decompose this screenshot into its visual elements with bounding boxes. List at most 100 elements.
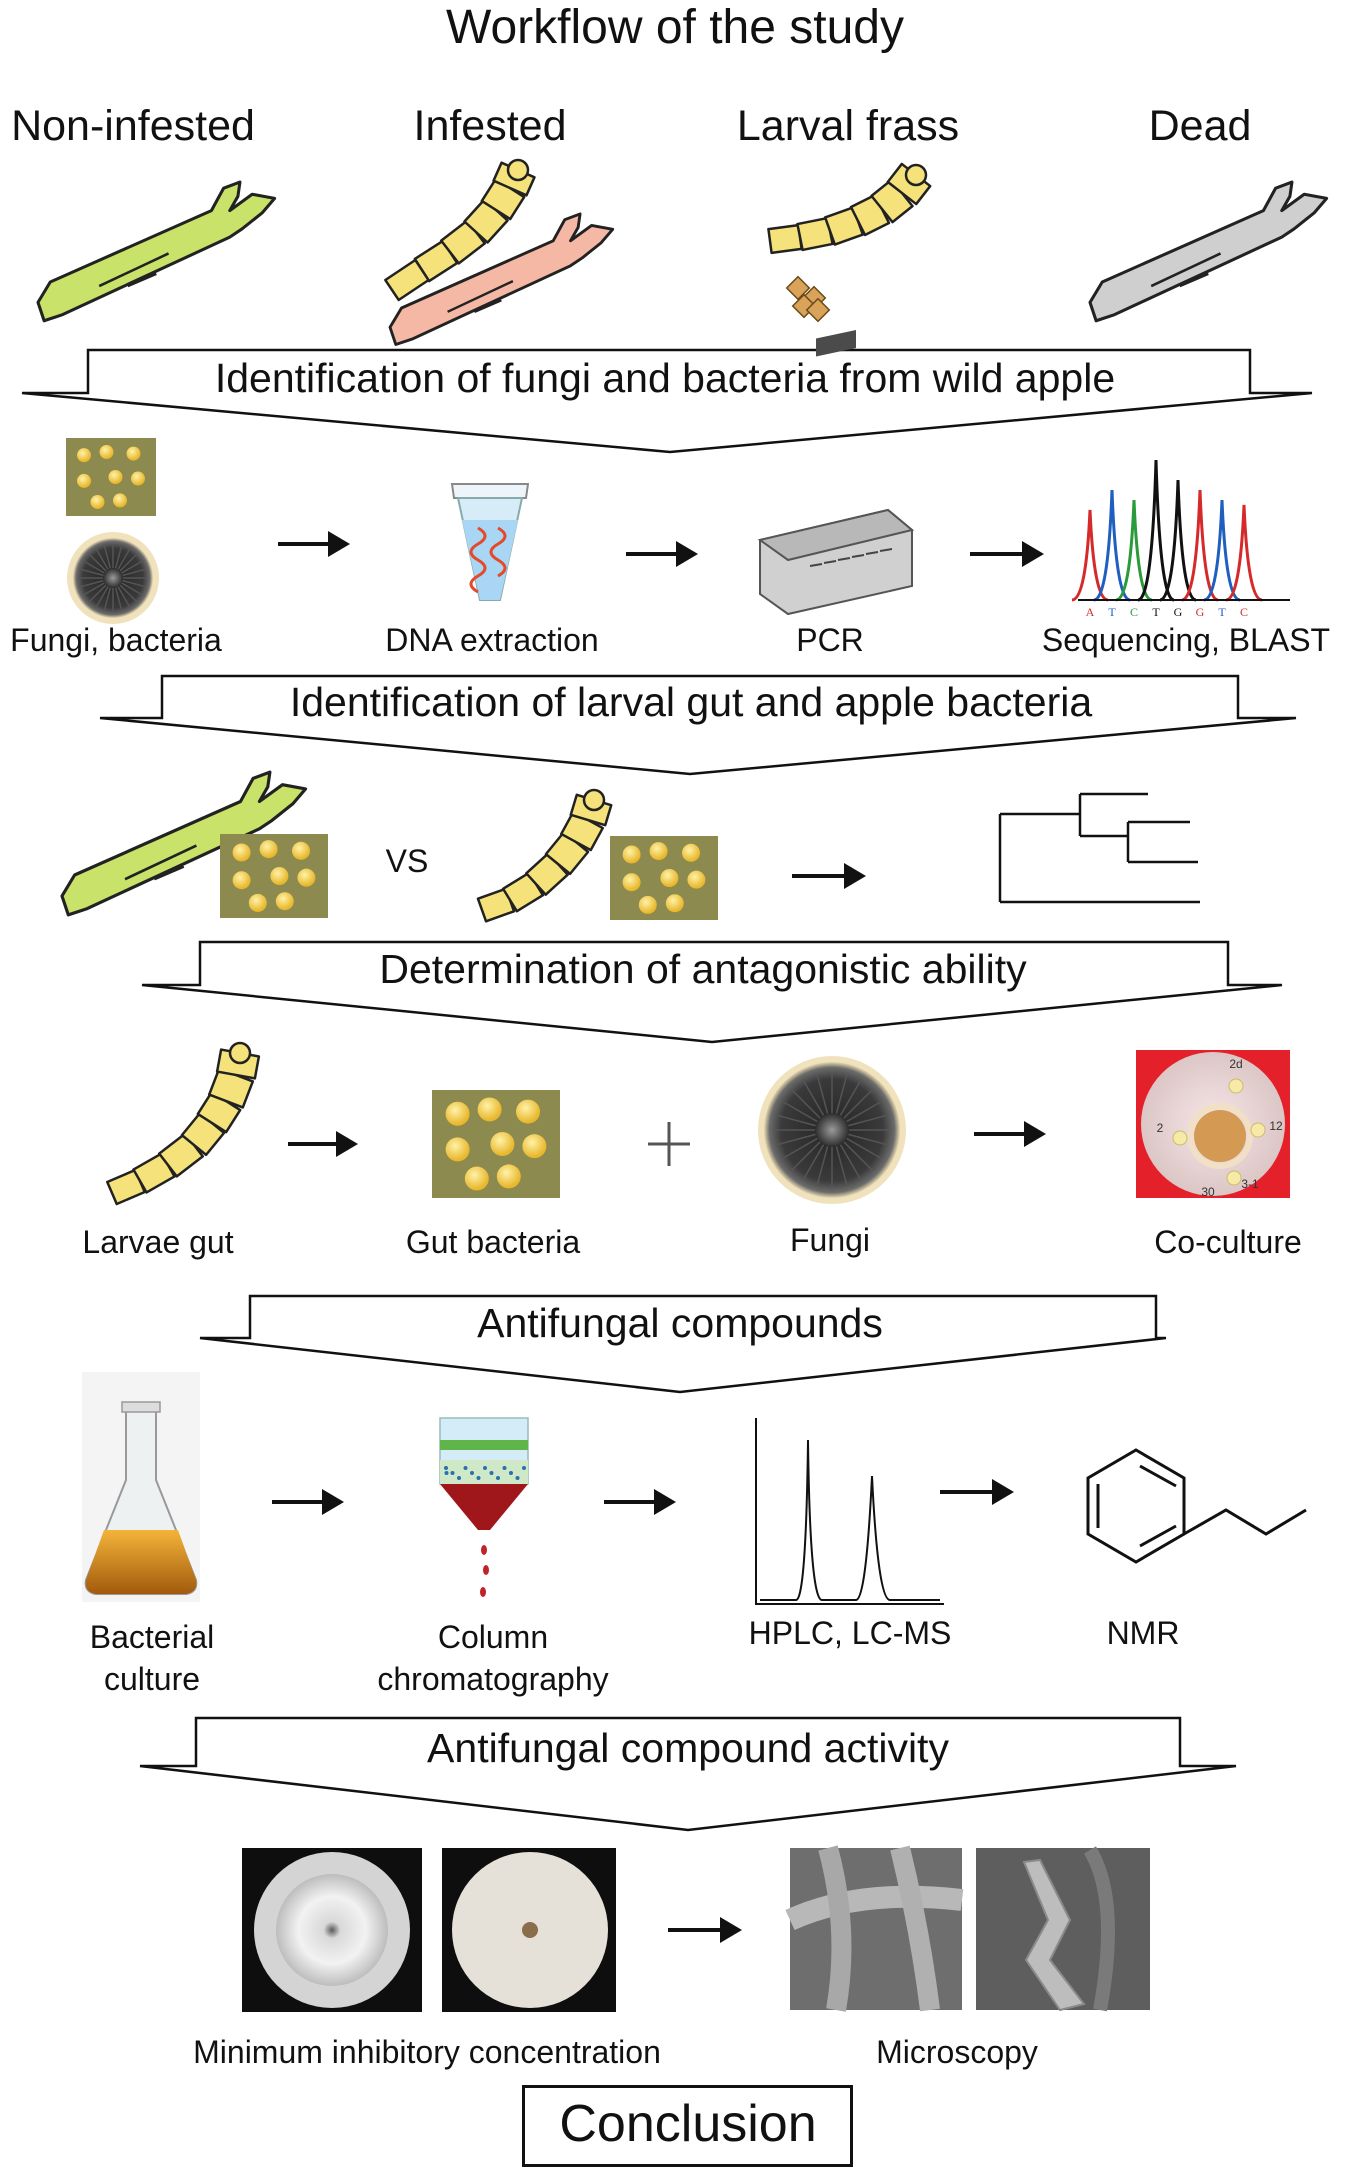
bacteria-colony <box>477 1097 502 1122</box>
larva-gut-step <box>106 1041 261 1206</box>
phylogenetic-tree <box>998 792 1200 904</box>
diagram-title: Workflow of the study <box>446 1 904 54</box>
fungal-colony <box>1194 1110 1246 1162</box>
fungus-ridge <box>790 1088 821 1119</box>
fungus-ridge <box>117 586 131 608</box>
label-microscopy: Microscopy <box>876 2034 1038 2070</box>
mic-plate-inhibited <box>442 1848 616 2012</box>
arrow-s1-1 <box>278 531 350 557</box>
bacteria-colony <box>496 1164 521 1189</box>
arrow-head <box>1024 1121 1046 1147</box>
benzene-double-bond <box>1096 1464 1177 1548</box>
sequence-letter: C <box>1130 605 1138 619</box>
column-bead <box>483 1466 487 1470</box>
arrow-head <box>844 863 866 889</box>
stage5-banner: Antifungal compound activity <box>427 1725 949 1771</box>
twig-apple <box>60 770 308 917</box>
bacteria-colony <box>297 868 316 887</box>
fungus-ridge <box>122 579 147 588</box>
fungal-colony-margin <box>1187 1103 1253 1169</box>
bacteria-colony <box>622 873 641 892</box>
pcr-vent <box>809 563 823 567</box>
plate-label: 30 <box>1201 1185 1215 1199</box>
twig-line <box>1150 252 1222 288</box>
hplc-trace <box>760 1439 940 1601</box>
pcr-machine-icon <box>757 330 915 616</box>
stage2-funnel <box>99 674 1297 776</box>
hypha <box>1083 1846 1115 2012</box>
bacteria-spot <box>1226 1170 1242 1186</box>
plus-sign <box>648 1122 690 1166</box>
plate-label: 2 <box>1157 1121 1164 1135</box>
twig-infested <box>388 212 615 346</box>
fungus-ridge <box>775 1114 816 1127</box>
frass-pellet <box>785 275 811 301</box>
label-fungi-bacteria: Fungi, bacteria <box>10 622 222 658</box>
twig-shape <box>36 180 277 323</box>
bacteria-colony <box>649 842 668 861</box>
fungus-ridge <box>839 1144 862 1181</box>
larva-head <box>904 163 928 187</box>
bacteria-colony <box>90 494 105 509</box>
arrow-s5-1 <box>668 1917 742 1943</box>
stage1-funnel <box>21 348 1313 454</box>
label-sequencing-blast: Sequencing, BLAST <box>1041 622 1331 658</box>
arrow-head <box>336 1131 358 1157</box>
label-bacterial-culture: Bacterial culture <box>89 1619 215 1697</box>
stage4-funnel <box>199 1294 1167 1394</box>
sequence-letter: T <box>1218 605 1226 619</box>
fungus-ridge <box>843 1141 874 1172</box>
larva-segment <box>767 223 803 255</box>
column-bead <box>444 1471 449 1475</box>
fungus-ridge <box>114 544 123 569</box>
column-bead <box>496 1476 500 1480</box>
category-dead: Dead <box>1148 102 1252 150</box>
fungus-ridge <box>848 1133 889 1146</box>
label-nmr: NMR <box>1106 1615 1180 1651</box>
conclusion-label: Conclusion <box>559 2095 817 2153</box>
larva-head <box>506 158 530 182</box>
sequence-peak <box>1137 459 1175 602</box>
hypha <box>818 1845 852 2012</box>
fungus-ridge <box>114 587 123 612</box>
fungus-ridge <box>843 1088 874 1119</box>
frass-pellet <box>805 297 831 323</box>
plate-label: 2d <box>1229 1057 1242 1071</box>
fungus-ridge <box>103 544 112 569</box>
column-bead <box>502 1466 507 1470</box>
label-pcr: PCR <box>796 622 864 658</box>
bacteria-colony <box>232 871 251 890</box>
category-infested: Infested <box>413 102 567 150</box>
fungus-ridge <box>816 1073 829 1114</box>
fungus-ridge <box>79 579 104 588</box>
column-drop <box>480 1587 486 1597</box>
shriveled-hypha <box>1022 1858 1086 2012</box>
tree-branch <box>1126 820 1198 864</box>
dna-tube-icon <box>450 483 530 601</box>
sequence-peak <box>1159 479 1197 602</box>
inoculum-spot <box>522 1922 538 1938</box>
bacteria-plate-small <box>66 438 156 516</box>
pcr-vent <box>823 560 837 564</box>
bacteria-colony <box>126 446 141 461</box>
larva-head <box>582 788 606 812</box>
fungus-ridge <box>83 582 105 596</box>
bacteria-colony <box>687 870 706 889</box>
arrow-s2-1 <box>792 863 866 889</box>
column-drop <box>483 1565 489 1575</box>
bacteria-colony <box>248 893 267 912</box>
label-column-chromatography: Column chromatography <box>377 1619 609 1697</box>
column-bead <box>463 1466 468 1470</box>
apple-bacteria-plate <box>220 834 328 918</box>
arrow-head <box>676 541 698 567</box>
arrow-s3-1 <box>288 1131 358 1157</box>
sequence-peak <box>1225 504 1263 602</box>
arrow-s4-3 <box>940 1479 1014 1505</box>
twig-line <box>98 252 170 288</box>
stage4-banner: Antifungal compounds <box>477 1300 883 1346</box>
column-band <box>440 1440 528 1450</box>
bacteria-colony <box>232 843 251 862</box>
hypha <box>785 1885 964 1931</box>
flask-rim <box>121 1401 161 1413</box>
larva-segment <box>886 162 932 206</box>
